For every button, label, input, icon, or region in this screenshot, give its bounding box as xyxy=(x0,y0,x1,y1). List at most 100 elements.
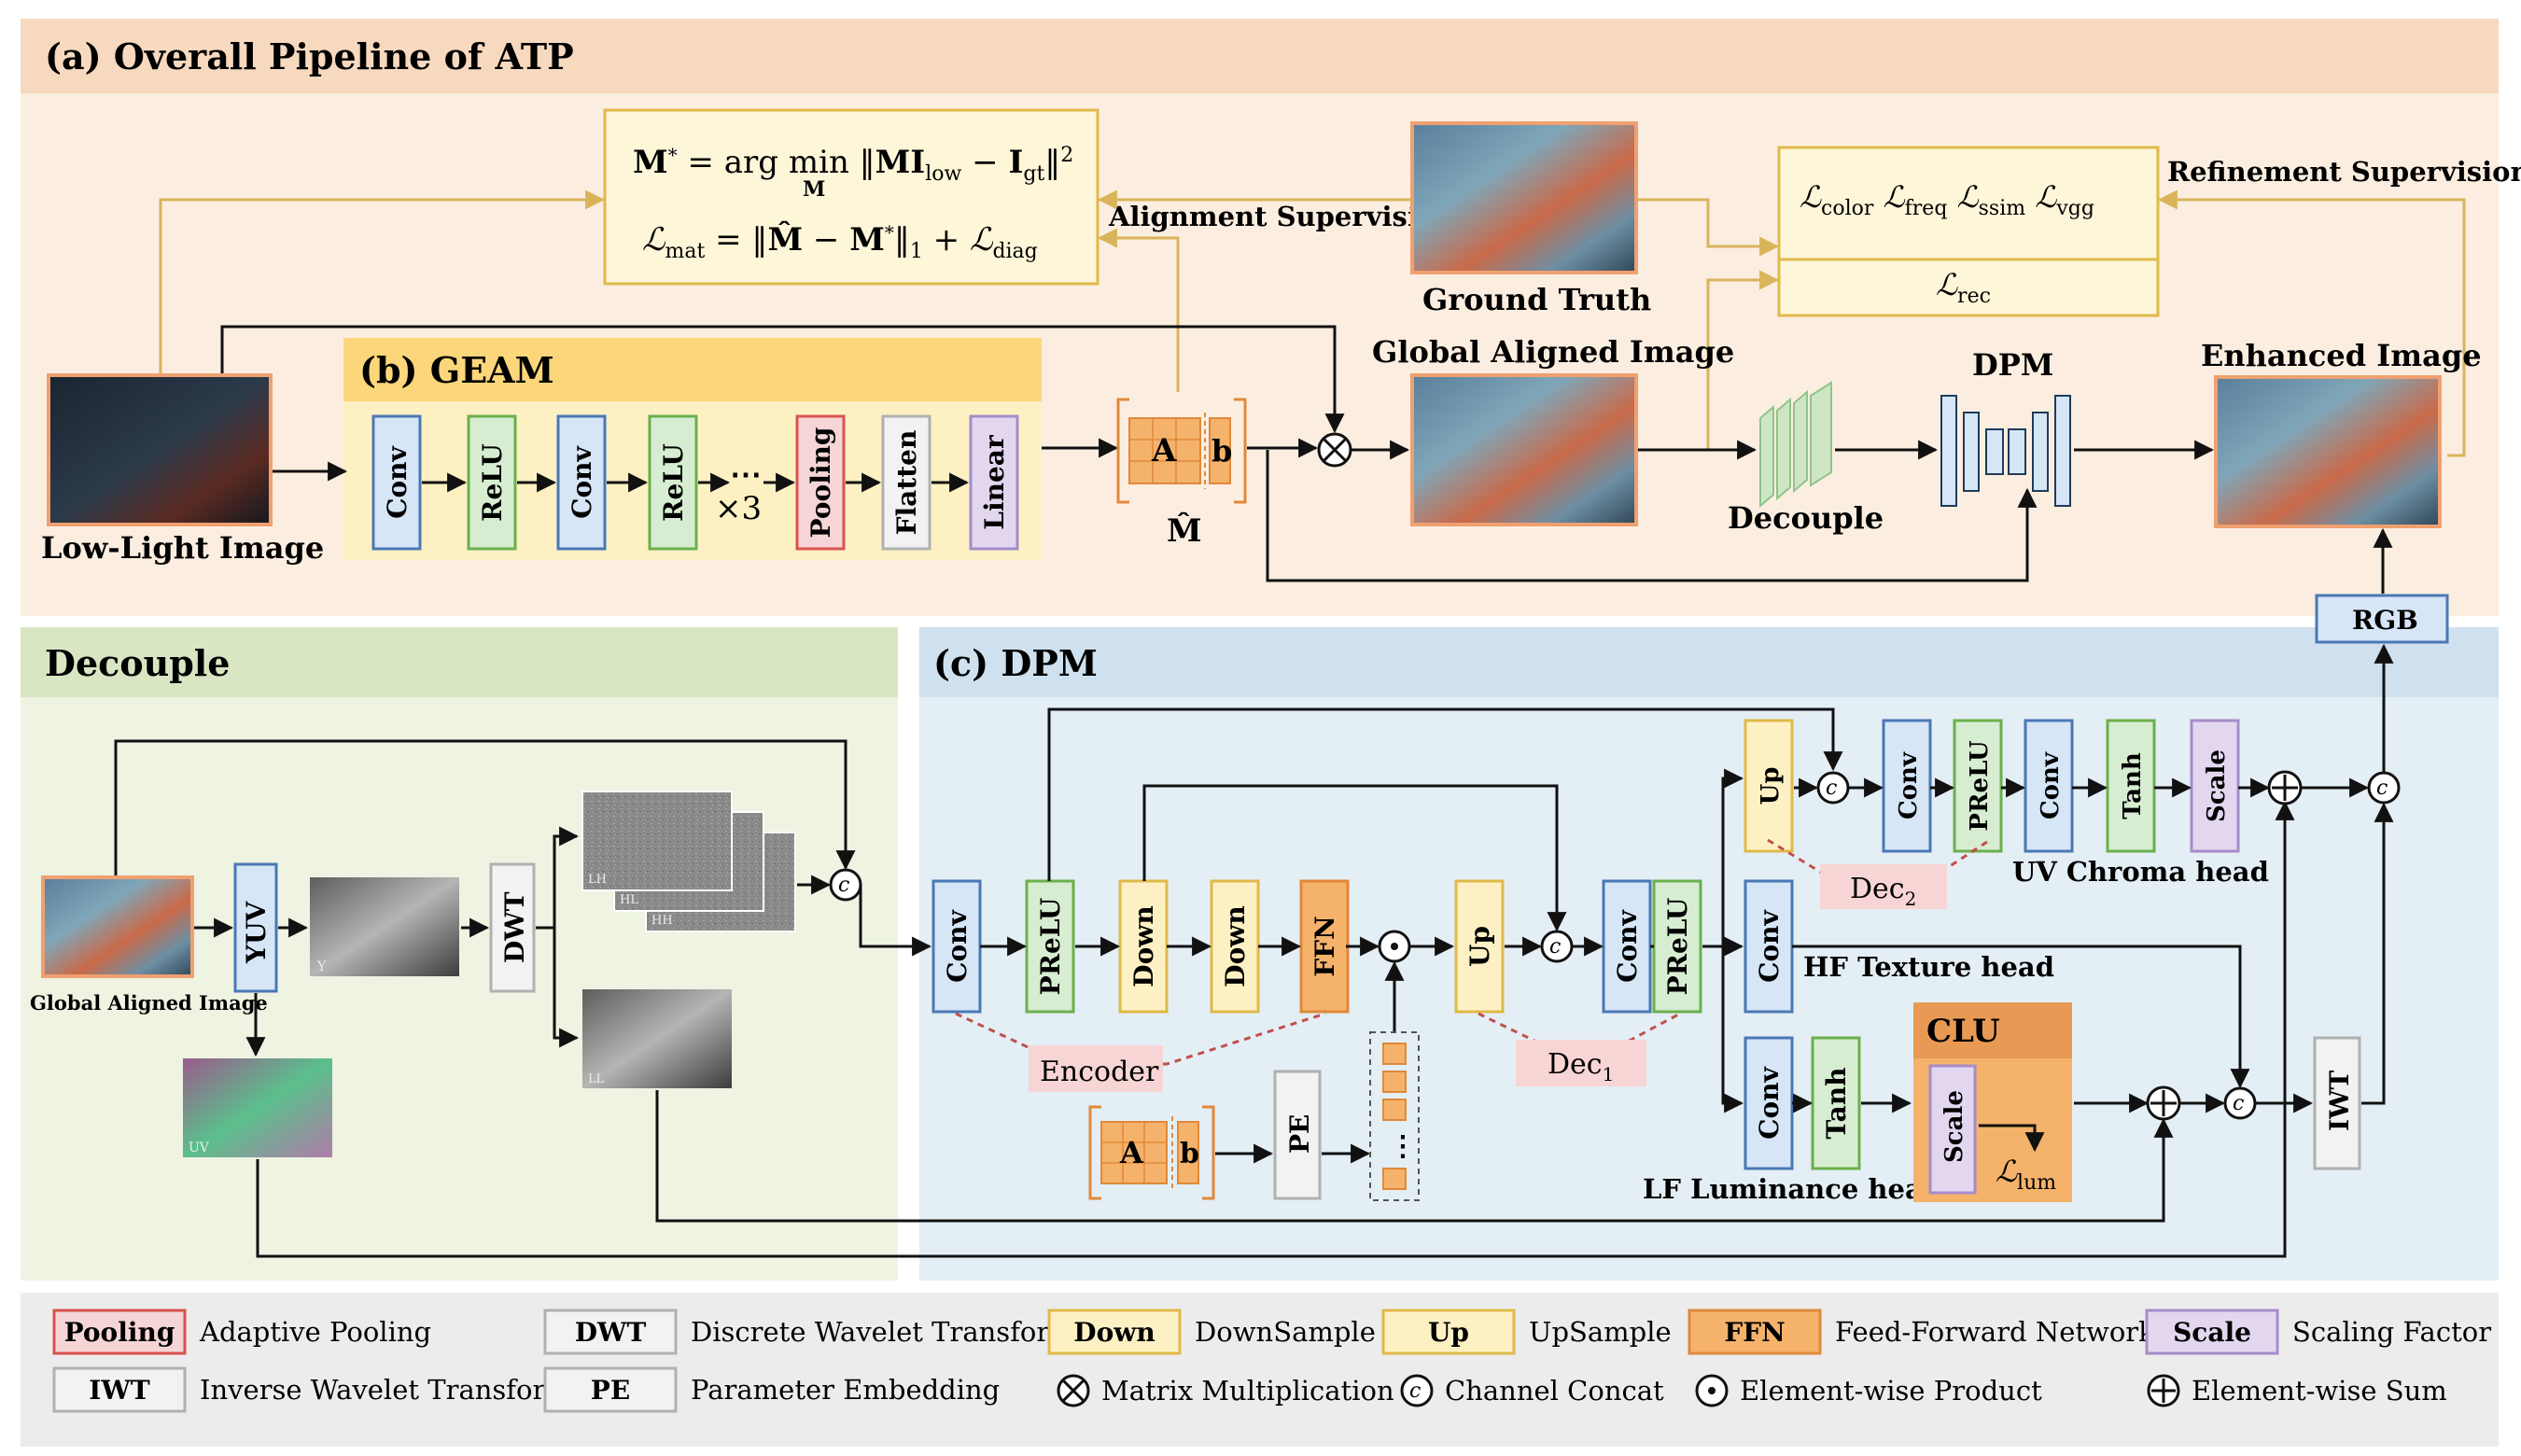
uv-block-4-label: Tanh xyxy=(2119,752,2147,819)
geam-header xyxy=(343,338,1042,401)
dwt-block xyxy=(489,862,536,993)
svg-text:c: c xyxy=(1826,777,1837,800)
y-channel-image xyxy=(310,877,459,976)
geam-block-linear-6 xyxy=(969,414,1019,551)
uv-channel-image xyxy=(183,1058,332,1157)
geam-block-pooling-4 xyxy=(795,414,846,551)
input-to-concat-line xyxy=(114,739,856,875)
geam-block-linear-6-label: Linear xyxy=(979,434,1010,530)
legend-key-label-2: Down xyxy=(1073,1317,1155,1348)
uv-block-0 xyxy=(1744,719,1794,853)
matrix-b-label: b xyxy=(1211,433,1232,469)
equation-2: ℒmat = ‖M̂ − M*‖1 + ℒdiag xyxy=(642,220,1038,263)
legend-key-label-4: FFN xyxy=(1724,1317,1785,1348)
geam-block-conv-2 xyxy=(556,414,607,551)
dec1-label: Dec1 xyxy=(1548,1048,1614,1085)
decouple-input-label: Global Aligned Image xyxy=(30,991,268,1015)
dpm-title: (c) DPM xyxy=(933,642,1098,684)
hf-lf-concat-icon: c xyxy=(2223,1086,2257,1120)
hl-tag: HL xyxy=(620,893,638,907)
uv-tag: UV xyxy=(189,1141,210,1155)
lh-subband-image xyxy=(581,791,733,891)
m-hat-label: M̂ xyxy=(1167,511,1202,550)
dpm-label: DPM xyxy=(1972,347,2053,383)
legend-key-label-6: IWT xyxy=(89,1375,150,1406)
m-hat-matrix xyxy=(1116,398,1247,504)
ll-to-sum-line xyxy=(655,1090,2174,1223)
hf-head-label: HF Texture head xyxy=(1803,951,2054,983)
geam-block-relu-3-label: ReLU xyxy=(658,443,689,522)
encoder-label: Encoder xyxy=(1040,1056,1159,1088)
hh-tag: HH xyxy=(651,914,673,928)
clu-loss: ℒlum xyxy=(1996,1154,2056,1195)
uv-block-5-label: Scale xyxy=(2203,749,2231,822)
geam-block-conv-0-label: Conv xyxy=(382,445,413,518)
legend-key-label-3: Up xyxy=(1428,1317,1469,1348)
lf-block-1-label: Tanh xyxy=(1821,1067,1852,1139)
hf-conv-block-label: Conv xyxy=(1754,909,1785,982)
loss-rec: ℒrec xyxy=(1936,267,1991,308)
ll-tag: LL xyxy=(588,1072,605,1086)
iwt-to-final-concat xyxy=(2361,802,2394,1105)
legend-desc-1: Discrete Wavelet Transform xyxy=(691,1316,1075,1348)
legend-key-label-5: Scale xyxy=(2173,1317,2251,1348)
prelu-to-uv-concat-skip xyxy=(1047,707,1843,881)
section-decouple-header xyxy=(21,627,898,697)
hf-conv-to-concat xyxy=(1792,945,2250,1089)
dec1-block-0-label: Up xyxy=(1464,926,1495,967)
uv-block-5 xyxy=(2190,719,2240,853)
dec1-block-2-label: PReLU xyxy=(1662,898,1693,996)
dpm-matrix-b: b xyxy=(1180,1138,1199,1170)
decouple-icon xyxy=(1759,381,1832,509)
decouple-label: Decouple xyxy=(1728,500,1884,536)
dwt-to-hf-arrow xyxy=(536,826,580,930)
legend-symbol-desc-3: Element-wise Sum xyxy=(2192,1375,2447,1407)
geam-block-conv-2-label: Conv xyxy=(567,445,597,518)
hf-conv-block xyxy=(1744,879,1794,1014)
geam-block-relu-1 xyxy=(467,414,517,551)
clu-loss-arrow xyxy=(1979,1124,2045,1153)
element-product-icon xyxy=(1378,930,1411,963)
legend-symbol-desc-0: Matrix Multiplication xyxy=(1101,1375,1394,1407)
concat-to-dpm-line xyxy=(859,885,932,957)
encoder-label-bg xyxy=(1029,1045,1163,1092)
legend-desc-2: DownSample xyxy=(1195,1316,1376,1348)
dec1-to-lf-branch xyxy=(1721,946,1744,1113)
matrix-multiplication-icon xyxy=(1317,432,1352,468)
uv-block-2-label: PReLU xyxy=(1966,740,1994,832)
legend-key-1 xyxy=(543,1309,678,1355)
geam-dots: ⋯ xyxy=(730,456,762,494)
matrix-a-label: A xyxy=(1151,432,1177,469)
uv-concat-icon: c xyxy=(1816,771,1850,805)
legend-symbol-2 xyxy=(1695,1374,1729,1407)
yuv-label: YUV xyxy=(241,901,272,964)
dec1-block-0 xyxy=(1454,879,1505,1014)
dpm-matrix xyxy=(1088,1105,1215,1200)
low-light-label: Low-Light Image xyxy=(41,530,324,566)
legend-key-5 xyxy=(2145,1309,2279,1355)
dpm-unet-icon xyxy=(1940,395,2071,507)
geam-block-relu-3 xyxy=(648,414,698,551)
dec1-concat-icon: c xyxy=(1540,930,1574,963)
geam-block-conv-0 xyxy=(371,414,422,551)
rgb-label: RGB xyxy=(2352,605,2418,636)
encoder-block-1-label: PReLU xyxy=(1035,898,1066,996)
rgb-box xyxy=(2315,594,2449,644)
legend-symbol-desc-1: Channel Concat xyxy=(1445,1375,1664,1407)
legend-background xyxy=(21,1293,2499,1447)
lf-block-0-label: Conv xyxy=(1754,1066,1785,1139)
dpm-matrix-a: A xyxy=(1119,1135,1144,1170)
dwt-label: DWT xyxy=(499,891,530,963)
geam-title: (b) GEAM xyxy=(359,349,554,391)
refinement-supervision-label: Refinement Supervision xyxy=(2167,156,2521,188)
pe-vector: ⋮ xyxy=(1369,1031,1420,1201)
legend-key-3 xyxy=(1381,1309,1516,1355)
pe-block xyxy=(1273,1070,1322,1200)
section-a-header xyxy=(21,19,2499,93)
decouple-title: Decouple xyxy=(45,642,230,684)
dec1-block-1-label: Conv xyxy=(1612,909,1643,982)
dec1-to-up-branch xyxy=(1702,768,1744,948)
